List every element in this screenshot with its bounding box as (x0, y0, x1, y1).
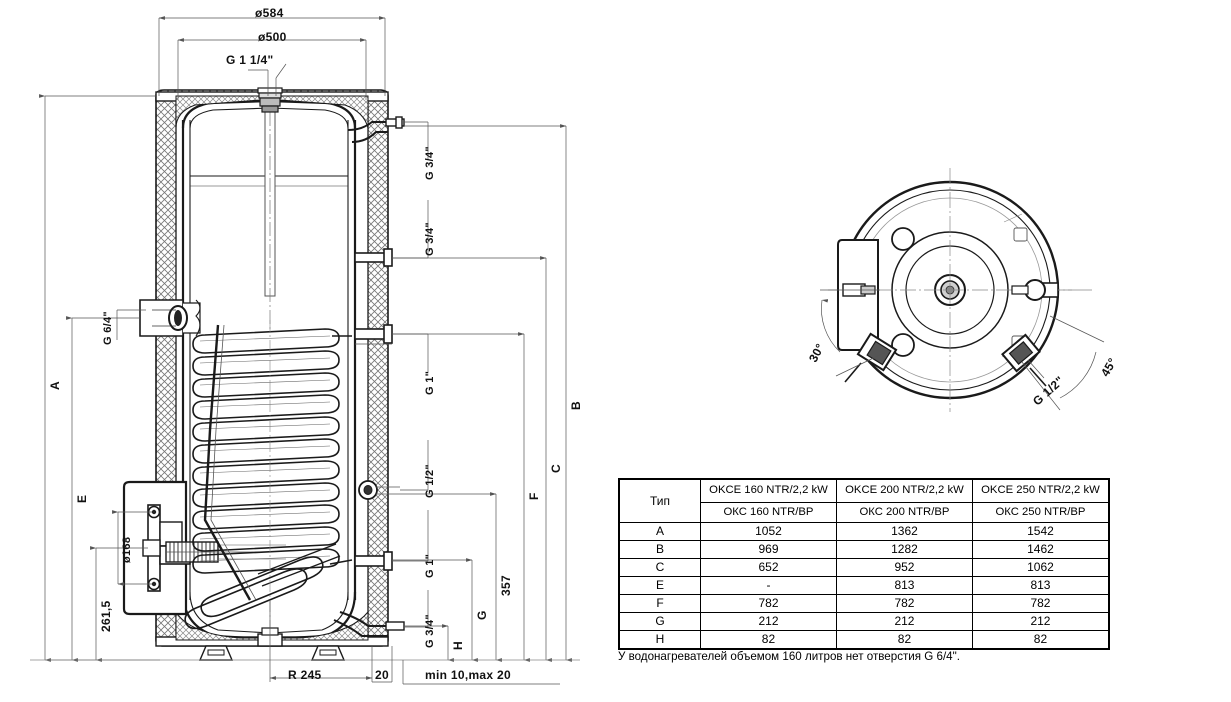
dim-A: A (48, 381, 62, 390)
row-label-H: H (618, 630, 701, 650)
table-row: A 1052 1362 1542 (618, 522, 1110, 541)
table-row: E - 813 813 (618, 576, 1110, 595)
dim-min-max: min 10,max 20 (425, 668, 511, 682)
dim-port-g-1-1-4: G 1 1/4" (226, 53, 274, 67)
table-subheader-col-1: ОКС 160 NTR/BP (700, 502, 837, 523)
table-subheader-col-2: ОКС 200 NTR/BP (835, 502, 973, 523)
table-header-row-1: Тип OKCE 160 NTR/2,2 kW OKCE 200 NTR/2,2… (618, 478, 1110, 523)
table-subheader-col-3: ОКС 250 NTR/BP (971, 502, 1110, 523)
cell-C-1: 652 (700, 558, 837, 577)
cell-A-1: 1052 (700, 522, 837, 541)
cell-H-3: 82 (971, 630, 1110, 650)
port-g-6-4 (139, 299, 201, 337)
tank-vessel (181, 99, 357, 641)
top-view-hole (891, 227, 915, 251)
cell-E-3: 813 (971, 576, 1110, 595)
table-header-col-1: OKCE 160 NTR/2,2 kW (700, 478, 837, 503)
table-header-col-3: OKCE 250 NTR/2,2 kW (971, 478, 1110, 503)
dim-B: B (569, 401, 583, 410)
row-label-G: G (618, 612, 701, 631)
cell-E-2: 813 (835, 576, 973, 595)
top-view (820, 168, 1105, 412)
cell-C-2: 952 (835, 558, 973, 577)
dim-261-5: 261,5 (99, 600, 113, 632)
table-footnote: У водонагревателей объемом 160 литров не… (618, 650, 960, 663)
dim-H: H (451, 641, 465, 650)
dim-20: 20 (375, 668, 389, 682)
cell-B-3: 1462 (971, 540, 1110, 559)
table-row: G 212 212 212 (618, 612, 1110, 631)
label-port-g-1-2: G 1/2" (424, 464, 436, 498)
dim-diameter-168: ø168 (121, 536, 133, 563)
label-port-g-3-4-upper-b: G 3/4" (424, 146, 436, 180)
label-port-g-1-upper: G 1" (424, 370, 436, 395)
row-label-C: C (618, 558, 701, 577)
cell-B-1: 969 (700, 540, 837, 559)
table-row: B 969 1282 1462 (618, 540, 1110, 559)
cell-F-1: 782 (700, 594, 837, 613)
right-dimension-lines (30, 121, 580, 662)
label-port-g-1-lower: G 1" (424, 553, 436, 578)
table-header-col-2: OKCE 200 NTR/2,2 kW (835, 478, 973, 503)
row-label-E: E (618, 576, 701, 595)
row-label-B: B (618, 540, 701, 559)
table-corner-label: Тип (618, 478, 701, 523)
row-label-A: A (618, 522, 701, 541)
cell-B-2: 1282 (835, 540, 973, 559)
right-side-nozzles (333, 116, 405, 637)
dim-diameter-584: ø584 (255, 6, 284, 20)
anode-rod (264, 90, 276, 330)
row-label-F: F (618, 594, 701, 613)
section-view (30, 16, 580, 685)
dim-357: 357 (499, 575, 513, 596)
dim-radius-245: R 245 (288, 668, 322, 682)
cell-C-3: 1062 (971, 558, 1110, 577)
cell-G-1: 212 (700, 612, 837, 631)
spec-table: Тип OKCE 160 NTR/2,2 kW OKCE 200 NTR/2,2… (618, 478, 1110, 650)
specification-table: Тип OKCE 160 NTR/2,2 kW OKCE 200 NTR/2,2… (618, 478, 1110, 650)
table-row: H 82 82 82 (618, 630, 1110, 650)
dim-E: E (75, 494, 89, 503)
cell-G-3: 212 (971, 612, 1110, 631)
top-view-connector-45 (1001, 333, 1047, 387)
table-header-row-2: ОКС 160 NTR/BP ОКС 200 NTR/BP ОКС 250 NT… (619, 502, 1110, 523)
dim-port-g-6-4: G 6/4" (102, 311, 114, 345)
bottom-dimension-lines (269, 600, 560, 685)
cell-F-3: 782 (971, 594, 1110, 613)
angle-45-arc (1021, 315, 1105, 411)
label-port-g-3-4-upper-a: G 3/4" (424, 222, 436, 256)
top-view-hole (891, 333, 915, 357)
cell-H-1: 82 (700, 630, 837, 650)
top-view-right-connector (1011, 279, 1092, 301)
angle-30-arc (820, 289, 887, 377)
cell-A-2: 1362 (835, 522, 973, 541)
table-row: C 652 952 1062 (618, 558, 1110, 577)
top-dimension-lines (158, 16, 386, 100)
top-view-connector-30 (844, 332, 898, 383)
dim-G: G (475, 610, 489, 620)
cell-A-3: 1542 (971, 522, 1110, 541)
cell-G-2: 212 (835, 612, 973, 631)
heat-exchanger-coil (184, 320, 353, 640)
label-port-g-3-4-lower: G 3/4" (424, 614, 436, 648)
port-g-1-1-4 (257, 87, 283, 113)
dim-C: C (549, 464, 563, 473)
dim-F: F (527, 492, 541, 500)
heating-element-flange (122, 480, 286, 616)
table-row: F 782 782 782 (618, 594, 1110, 613)
cell-F-2: 782 (835, 594, 973, 613)
cell-H-2: 82 (835, 630, 973, 650)
cell-E-1: - (700, 576, 837, 595)
dim-diameter-500: ø500 (258, 30, 287, 44)
